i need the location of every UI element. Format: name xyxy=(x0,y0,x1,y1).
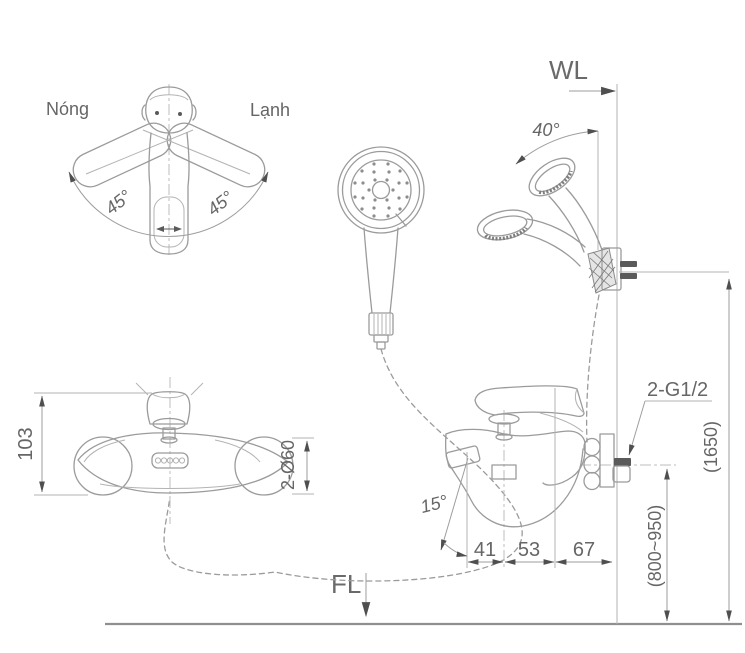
hose-connector xyxy=(368,312,394,336)
depth-dimension-chain: 41 53 67 xyxy=(467,388,613,568)
supply-thread-label: 2-G1/2 xyxy=(647,379,708,401)
diverter-knob-side xyxy=(488,413,520,425)
depth-dim-41: 41 xyxy=(474,539,496,561)
brand-badge xyxy=(151,452,189,469)
holder-height-label: (1650) xyxy=(701,421,721,473)
spout-angle-label: 15° xyxy=(418,491,449,517)
mixer-side-view: 15° xyxy=(418,385,676,568)
floor-line-label: FL xyxy=(331,569,361,599)
shower-holder: 40° xyxy=(476,120,637,443)
holder-hatch xyxy=(587,247,617,294)
lever-right-position xyxy=(166,122,266,188)
diverter-knob xyxy=(152,417,186,431)
wall-flange xyxy=(599,433,615,488)
lever-side xyxy=(474,385,585,418)
mixer-body xyxy=(77,432,289,494)
escutcheon-right xyxy=(234,436,294,496)
lever-centerline xyxy=(142,129,251,175)
hot-label: Nóng xyxy=(46,99,89,119)
rotate-arrow-left xyxy=(156,226,164,232)
handle-dot xyxy=(178,112,182,116)
mixer-front-view: 103 2-Ø60 xyxy=(15,377,314,524)
spray-nozzles xyxy=(353,162,409,218)
escutcheon-dimension: 2-Ø60 xyxy=(278,437,314,495)
cold-label: Lạnh xyxy=(250,100,290,120)
swivel-arc xyxy=(515,128,599,165)
height-dimension: 103 xyxy=(15,392,152,496)
shower-hose xyxy=(163,348,523,582)
lever-front xyxy=(146,391,191,425)
right-swing-angle-label: 45° xyxy=(203,187,237,220)
handle-dot xyxy=(155,111,159,115)
lever-center-position xyxy=(141,86,197,255)
check-valve xyxy=(491,464,517,480)
rim-tick xyxy=(395,213,407,227)
depth-dim-53: 53 xyxy=(518,539,540,561)
reference-lines: WL FL xyxy=(105,55,742,626)
hand-shower-front-view xyxy=(163,146,523,582)
wall-union xyxy=(583,437,601,457)
installation-height-label: (800~950) xyxy=(645,505,665,588)
side-view-installation: 40° xyxy=(418,120,732,622)
rotate-arrow-right xyxy=(174,226,182,232)
total-height-label: 103 xyxy=(15,427,37,460)
shower-handle xyxy=(363,227,373,314)
bracket-screw xyxy=(620,273,637,279)
water-line-label: WL xyxy=(549,55,588,85)
swing-arc xyxy=(68,171,269,237)
lever-centerline xyxy=(85,129,194,175)
shower-head-rest xyxy=(476,209,534,241)
escutcheon-diameter-label: 2-Ø60 xyxy=(278,440,298,490)
body-top xyxy=(445,428,586,444)
spout-angle: 15° xyxy=(418,452,469,568)
supply-thread-callout: 2-G1/2 xyxy=(628,379,712,456)
depth-dim-67: 67 xyxy=(573,539,595,561)
shower-head-outline xyxy=(337,146,425,234)
escutcheon-left xyxy=(73,436,133,496)
handle-top-view: 45° 45° Nóng Lạnh xyxy=(46,84,290,258)
lever-left-position xyxy=(72,122,172,188)
shower-head-raised xyxy=(528,157,576,197)
spout-tip xyxy=(445,445,481,469)
installation-height-dimension: (800~950) xyxy=(645,468,670,622)
left-swing-angle-label: 45° xyxy=(101,186,135,219)
supply-nipple xyxy=(614,458,631,466)
holder-height-dimension: (1650) xyxy=(619,271,732,622)
bracket-screw xyxy=(620,261,637,267)
hose-side xyxy=(585,294,600,443)
holder-swivel-angle-label: 40° xyxy=(532,120,559,140)
